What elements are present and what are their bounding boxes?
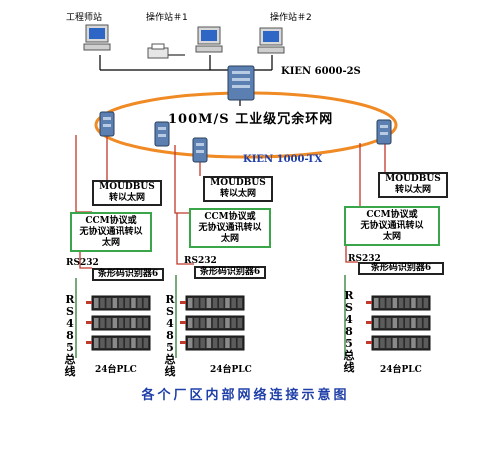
ccm-line-2: 无协议通讯转以: [79, 226, 143, 237]
ccm-converter-3: CCM协议或 无协议通讯转以 太网: [344, 206, 440, 246]
plc-rack-icon: [366, 315, 431, 331]
ethernet-switch-icon: [227, 65, 255, 101]
plc-rack-icon: [180, 315, 245, 331]
rs485-bus-label-2: RS485总线: [164, 293, 176, 378]
plc-rack-icon: [366, 295, 431, 311]
barcode-reader-3: 条形码识别器6: [358, 262, 444, 275]
plc-count-label-2: 24台PLC: [210, 365, 252, 375]
printer-icon: [147, 43, 169, 59]
ethernet-switch-icon: [154, 121, 170, 147]
plc-rack-icon: [180, 295, 245, 311]
plc-rack-icon: [86, 315, 151, 331]
ccm-line-2: 无协议通讯转以: [198, 222, 262, 233]
engineer-station-label: 工程师站: [66, 13, 103, 23]
plc-count-label-1: 24台PLC: [95, 365, 137, 375]
rs232-label-1: RS232: [66, 258, 99, 268]
barcode-label: 条形码识别器6: [370, 263, 432, 273]
ccm-line-1: CCM协议或: [366, 209, 418, 220]
plc-rack-icon: [86, 295, 151, 311]
ccm-line-3: 太网: [382, 231, 401, 242]
moudbus-subtitle: 转以太网: [108, 193, 145, 203]
ccm-line-2: 无协议通讯转以: [360, 220, 424, 231]
ccm-line-1: CCM协议或: [204, 211, 256, 222]
moudbus-converter-3: MOUDBUS 转以太网: [378, 172, 448, 198]
moudbus-converter-1: MOUDBUS 转以太网: [92, 180, 162, 206]
moudbus-subtitle: 转以太网: [394, 185, 431, 195]
ccm-line-1: CCM协议或: [85, 215, 137, 226]
core-switch-label: KIEN 6000-2S: [281, 66, 361, 77]
ccm-line-3: 太网: [101, 237, 120, 248]
desktop-computer-icon: [257, 27, 285, 54]
plc-count-label-3: 24台PLC: [380, 365, 422, 375]
barcode-label: 条形码识别器6: [97, 269, 159, 279]
ethernet-switch-icon: [192, 137, 208, 163]
rs232-label-2: RS232: [184, 256, 217, 266]
plc-rack-icon: [366, 335, 431, 351]
ccm-line-3: 太网: [220, 233, 239, 244]
rs232-label-3: RS232: [348, 254, 381, 264]
ccm-converter-1: CCM协议或 无协议通讯转以 太网: [70, 212, 152, 252]
operator-station-1-label: 操作站＃1: [146, 13, 188, 23]
diagram-caption: 各个厂区内部网络连接示意图: [141, 388, 350, 403]
rs485-bus-label-1: RS485总线: [64, 293, 76, 378]
ethernet-switch-icon: [99, 111, 115, 137]
moudbus-subtitle: 转以太网: [219, 189, 256, 199]
ccm-converter-2: CCM协议或 无协议通讯转以 太网: [189, 208, 271, 248]
barcode-label: 条形码识别器6: [199, 267, 261, 277]
ethernet-switch-icon: [376, 119, 392, 145]
plc-rack-icon: [180, 335, 245, 351]
rs485-bus-label-3: RS485总线: [343, 289, 355, 374]
moudbus-title: MOUDBUS: [99, 182, 155, 192]
operator-station-2-label: 操作站＃2: [270, 13, 312, 23]
ring-network-label: 100M/S 工业级冗余环网: [168, 112, 334, 127]
desktop-computer-icon: [195, 26, 223, 53]
moudbus-title: MOUDBUS: [210, 178, 266, 188]
moudbus-title: MOUDBUS: [385, 174, 441, 184]
desktop-computer-icon: [83, 24, 111, 51]
moudbus-converter-2: MOUDBUS 转以太网: [203, 176, 273, 202]
barcode-reader-2: 条形码识别器6: [194, 266, 266, 279]
ring-switch-label: KIEN 1000-TX: [243, 154, 323, 165]
barcode-reader-1: 条形码识别器6: [92, 268, 164, 281]
plc-rack-icon: [86, 335, 151, 351]
